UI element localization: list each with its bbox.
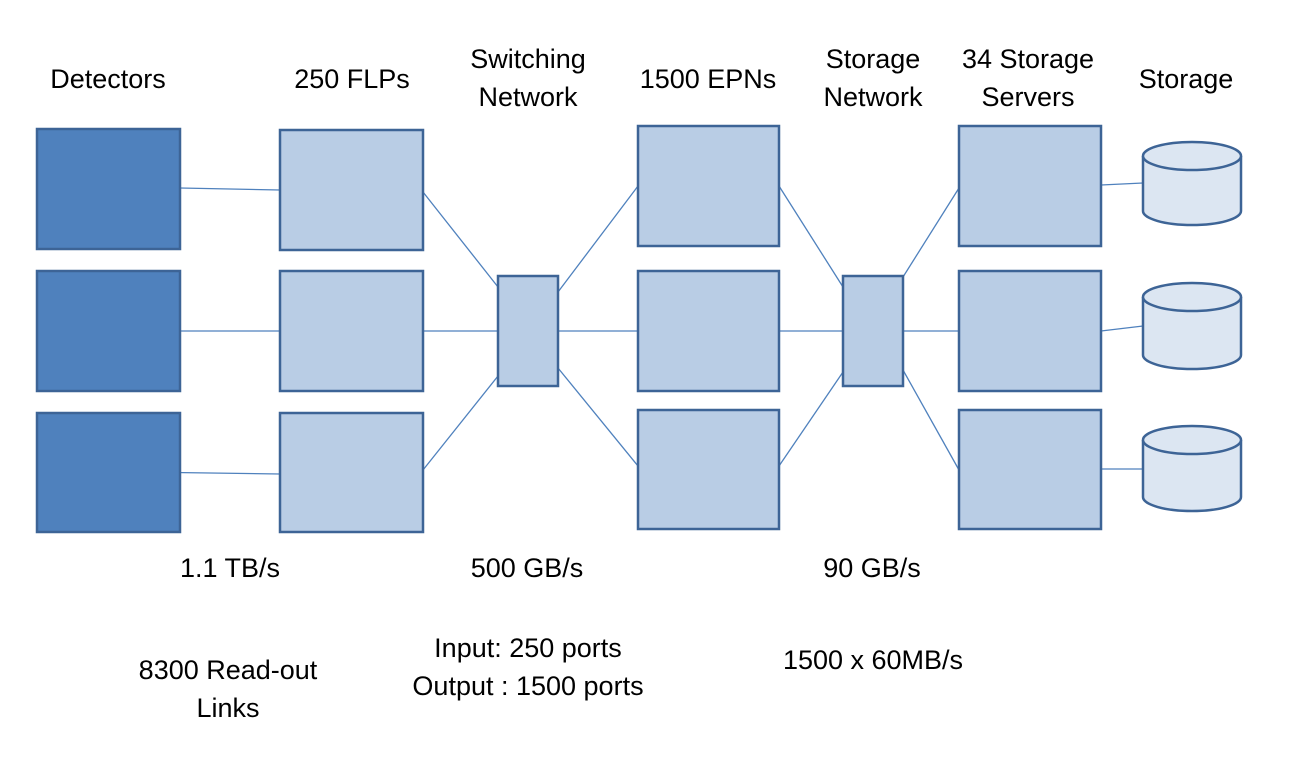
bandwidth-detector-flp-text: 1.1 TB/s — [179, 553, 281, 583]
flp-box[interactable] — [278, 128, 425, 252]
epn-box[interactable] — [636, 408, 781, 531]
header-storage-servers-line-2: Servers — [981, 82, 1075, 112]
flp-box[interactable] — [278, 411, 425, 534]
header-storage-servers-line-1: 34 Storage — [961, 44, 1095, 74]
storage-column — [1141, 140, 1243, 513]
storage-server-box[interactable] — [957, 408, 1103, 531]
header-switching-line-2: Network — [478, 82, 578, 112]
link-storagenet-server3 — [902, 369, 960, 471]
detector-box[interactable] — [35, 411, 182, 534]
epns-column — [636, 124, 781, 531]
bandwidth-switching: 500 GB/s — [447, 549, 607, 587]
flps-column — [278, 128, 425, 534]
header-epns: 1500 EPNs — [622, 60, 794, 98]
header-switching-network: Switching Network — [442, 40, 614, 116]
detectors-column — [35, 127, 182, 534]
header-storage-network-line-1: Storage — [825, 44, 921, 74]
bandwidth-switching-text: 500 GB/s — [470, 553, 584, 583]
storage-cylinder-icon[interactable] — [1141, 424, 1243, 513]
detector-box[interactable] — [35, 269, 182, 393]
link-server2-storage — [1100, 325, 1144, 332]
link-detector-flp-1 — [179, 187, 281, 191]
link-storagenet-server1 — [902, 187, 960, 278]
note-ports-input: Input: 250 ports — [434, 633, 622, 663]
link-flp1-switch — [422, 191, 499, 288]
header-storage-network: Storage Network — [797, 40, 949, 116]
header-flps: 250 FLPs — [271, 60, 433, 98]
link-epn3-storagenet — [778, 371, 844, 467]
link-server1-storage — [1100, 182, 1144, 186]
epn-box[interactable] — [636, 269, 781, 393]
bandwidth-detector-flp: 1.1 TB/s — [150, 549, 310, 587]
header-storage-network-line-2: Network — [823, 82, 923, 112]
link-epn1-storagenet — [778, 185, 844, 288]
note-epn-rate: 1500 x 60MB/s — [752, 641, 994, 679]
header-storage: Storage — [1117, 60, 1255, 98]
note-epn-rate-text: 1500 x 60MB/s — [782, 645, 964, 675]
storage-servers-column — [957, 124, 1103, 531]
note-ports-output: Output : 1500 ports — [412, 671, 644, 701]
link-flp3-switch — [422, 375, 499, 471]
storage-server-box[interactable] — [957, 269, 1103, 393]
bandwidth-storage-network-text: 90 GB/s — [823, 553, 921, 583]
flp-box[interactable] — [278, 269, 425, 393]
storage-server-box[interactable] — [957, 124, 1103, 248]
switching-network-box[interactable] — [496, 274, 560, 388]
note-readout-line-2: Links — [196, 693, 260, 723]
epn-box[interactable] — [636, 124, 781, 248]
header-storage-servers: 34 Storage Servers — [942, 40, 1114, 116]
header-switching-line-1: Switching — [470, 44, 586, 74]
header-flps-text: 250 FLPs — [294, 64, 410, 94]
storage-network-box[interactable] — [841, 274, 905, 388]
note-readout-line-1: 8300 Read-out — [138, 655, 318, 685]
header-detectors: Detectors — [27, 60, 189, 98]
storage-cylinder-icon[interactable] — [1141, 281, 1243, 371]
storage-cylinder-icon[interactable] — [1141, 140, 1243, 227]
link-switch-epn3 — [557, 367, 639, 467]
connections — [137, 182, 1144, 475]
detector-box[interactable] — [35, 127, 182, 251]
note-ports: Input: 250 ports Output : 1500 ports — [377, 629, 679, 705]
note-readout-links: 8300 Read-out Links — [112, 651, 344, 727]
header-epns-text: 1500 EPNs — [639, 64, 777, 94]
header-detectors-text: Detectors — [50, 64, 166, 94]
header-storage-text: Storage — [1138, 64, 1234, 94]
link-switch-epn1 — [557, 185, 639, 293]
bandwidth-storage-network: 90 GB/s — [792, 549, 952, 587]
